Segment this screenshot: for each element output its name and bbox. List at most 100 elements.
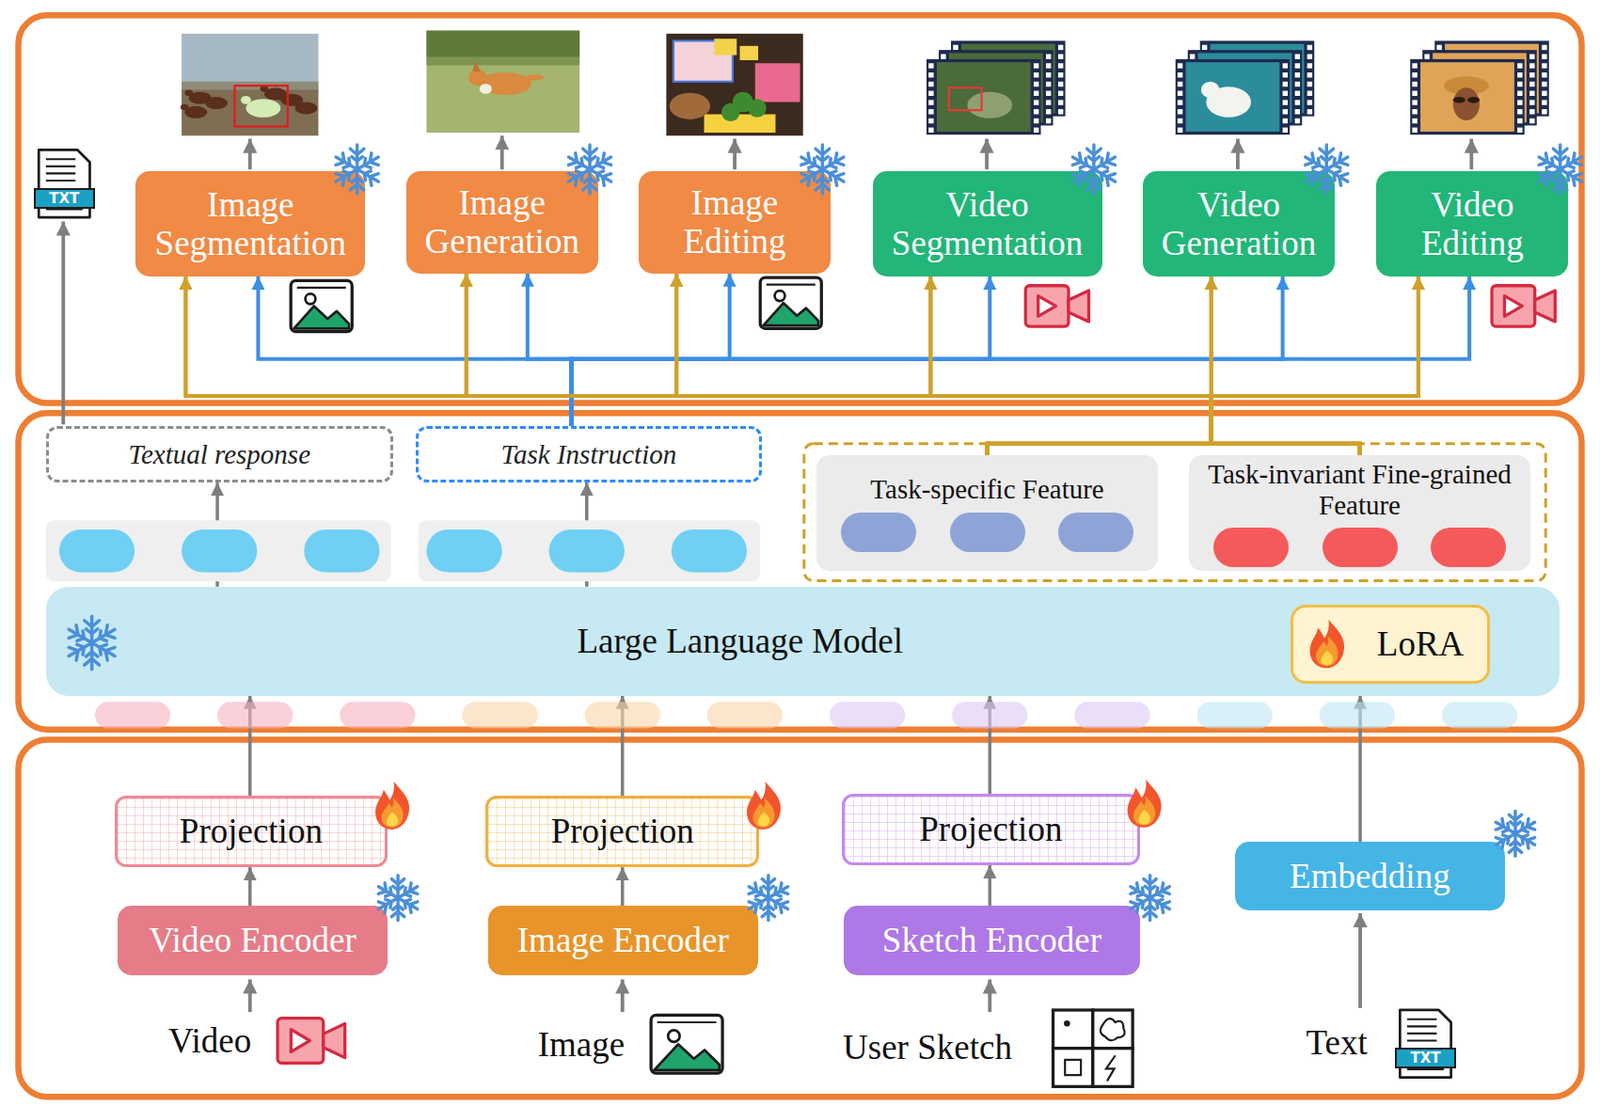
- video-frame: [1058, 72, 1063, 78]
- snowflake-icon: [1313, 158, 1323, 170]
- snowflake-icon: [1313, 169, 1323, 181]
- video-frame: [1045, 99, 1051, 105]
- token-pill: [1430, 527, 1506, 568]
- snowflake-icon: [763, 886, 775, 890]
- photo: [669, 93, 711, 120]
- node-text: Task-invariant Fine-grained Feature: [1196, 459, 1523, 521]
- snowflake-icon: [1510, 822, 1521, 826]
- node-text: Projection: [179, 811, 323, 851]
- snowflake-icon: [332, 144, 381, 194]
- snowflake-icon: [826, 169, 837, 181]
- encoder-box: Image Encoder: [488, 905, 759, 976]
- photo: [472, 61, 481, 72]
- photo: [181, 89, 318, 136]
- node-text: Video Editing: [1383, 185, 1561, 264]
- token-pill: [950, 512, 1026, 553]
- photo: [426, 31, 580, 133]
- token-pill: [59, 529, 135, 573]
- video-frame: [1307, 109, 1313, 114]
- connector-arrow: [930, 276, 1211, 456]
- snowflake-icon: [1508, 814, 1521, 821]
- snowflake-icon: [1552, 184, 1568, 191]
- snowflake-icon: [64, 616, 119, 669]
- snowflake-icon: [575, 169, 586, 181]
- snowflake-icon: [349, 148, 365, 155]
- video-frame: [1045, 118, 1051, 124]
- projection-layer: Projection: [485, 795, 760, 868]
- snowflake-icon: [64, 622, 96, 650]
- flow-arrow: [1358, 913, 1363, 1009]
- snowflake-icon: [584, 157, 595, 162]
- snowflake-icon: [565, 144, 615, 194]
- snowflake-icon: [1510, 840, 1521, 845]
- sketch-icon: [1053, 1010, 1094, 1049]
- snowflake-icon: [1098, 158, 1109, 170]
- document-icon: [1407, 1025, 1437, 1028]
- photo: [180, 33, 318, 136]
- video-frame: [1295, 118, 1300, 124]
- snowflake-icon: [797, 144, 847, 194]
- connector-arrow: [676, 273, 1360, 456]
- node-text: Image Encoder: [517, 920, 729, 960]
- video-icon: [1504, 296, 1522, 317]
- video-frame: [1307, 81, 1313, 87]
- input-label: User Sketch: [842, 1028, 1013, 1068]
- snowflake-icon: [1319, 184, 1334, 191]
- video-frame: [1177, 99, 1183, 105]
- video-frame: [1283, 81, 1288, 87]
- video-frame: [1307, 45, 1313, 50]
- video-frame: [1411, 109, 1417, 114]
- snowflake-icon: [90, 642, 94, 669]
- flow-arrow: [61, 221, 65, 425]
- video-frame: [1517, 99, 1522, 105]
- video-frame: [1295, 91, 1300, 96]
- video-frame: [940, 53, 946, 59]
- video-icon: [1491, 285, 1555, 327]
- fire-icon: [758, 812, 770, 827]
- connector-arrow: [930, 276, 1360, 456]
- video-frame: [1177, 81, 1183, 87]
- video-frame: [1517, 72, 1522, 78]
- video-frame: [1058, 45, 1063, 50]
- snowflake-icon: [1144, 886, 1156, 890]
- video-frame: [1045, 63, 1051, 68]
- token-pill: [1213, 527, 1289, 568]
- snowflake-icon: [1143, 911, 1157, 918]
- projection-layer: Projection: [114, 795, 389, 868]
- image-icon: [762, 302, 819, 326]
- video-frame: [928, 63, 934, 68]
- video-frame: [1283, 91, 1288, 96]
- photo: [426, 31, 580, 58]
- snowflake-icon: [1143, 879, 1157, 886]
- snowflake-icon: [90, 616, 94, 643]
- sketch-icon: [1100, 1018, 1125, 1041]
- photo: [201, 95, 210, 102]
- flow-arrow: [987, 979, 992, 1013]
- snowflake-icon: [1069, 144, 1119, 194]
- connector-arrow: [987, 276, 1212, 456]
- video-frame: [1453, 96, 1466, 104]
- video-frame: [1283, 63, 1288, 68]
- snowflake-icon: [1154, 897, 1163, 908]
- video-frame: [1283, 118, 1288, 124]
- video-frame: [1409, 59, 1525, 135]
- video-frame: [1033, 118, 1039, 124]
- snowflake-icon: [1535, 151, 1564, 176]
- snowflake-icon: [583, 184, 598, 191]
- video-frame: [1529, 72, 1535, 78]
- icon-label: TXT: [33, 188, 96, 209]
- connector-arrow: [527, 273, 572, 428]
- node-text: Video Encoder: [148, 920, 357, 960]
- snowflake-icon: [332, 151, 361, 176]
- input-label: Image: [538, 1025, 625, 1065]
- snowflake-icon: [385, 887, 395, 899]
- node-text: Large Language Model: [576, 621, 903, 661]
- video-frame: [928, 72, 934, 78]
- video-frame: [1411, 81, 1417, 87]
- video-frame: [1529, 53, 1535, 59]
- video-frame: [1283, 99, 1288, 105]
- snowflake-icon: [396, 898, 399, 921]
- flow-arrow: [248, 139, 253, 171]
- video-frame: [1033, 99, 1039, 105]
- snowflake-icon: [1558, 169, 1562, 194]
